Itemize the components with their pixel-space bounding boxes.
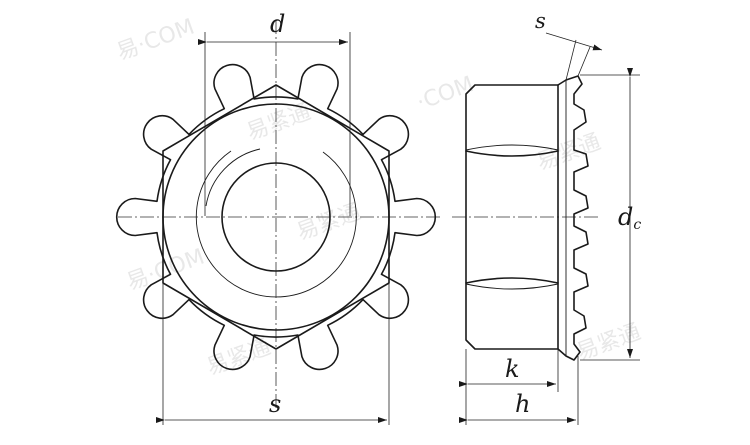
bore-circle	[221, 162, 331, 272]
watermark: 易·COM 易紧通 ·COM 易紧通 易·COM 易紧通 易紧通 易紧通	[114, 15, 645, 381]
dc-main-letter: d	[618, 203, 633, 231]
h-label: h	[515, 390, 530, 418]
hex-chamfer-bottom	[465, 283, 559, 290]
hex-outline	[162, 84, 390, 350]
front-view: d s	[115, 10, 440, 425]
svg-text:易紧通: 易紧通	[574, 320, 645, 366]
svg-text:易·COM: 易·COM	[114, 15, 198, 66]
dc-subscript: c	[633, 217, 641, 233]
washer-teeth	[115, 63, 437, 371]
k-label: k	[505, 355, 520, 383]
dc-label: dc	[618, 203, 641, 233]
hex-chamfer-top	[465, 144, 559, 151]
s-tooth-label: s	[535, 9, 546, 33]
d-label: d	[270, 10, 285, 38]
washer-flange-profile	[557, 75, 589, 361]
thread-arc	[195, 150, 357, 298]
thread-arc-inner	[205, 148, 261, 207]
hex-edge-2	[465, 277, 559, 284]
side-view: k h dc s	[452, 9, 641, 425]
svg-text:易·COM: 易·COM	[124, 245, 208, 296]
s-tooth-dimension-line	[545, 32, 603, 51]
hex-edge-1	[465, 150, 559, 157]
svg-text:·COM: ·COM	[414, 72, 478, 116]
s-tooth-extension-1	[565, 39, 577, 81]
s-face-label: s	[269, 390, 281, 418]
chamfer-circle	[162, 103, 390, 331]
svg-text:易紧通: 易紧通	[534, 130, 605, 176]
s-tooth-extension-2	[577, 46, 591, 77]
